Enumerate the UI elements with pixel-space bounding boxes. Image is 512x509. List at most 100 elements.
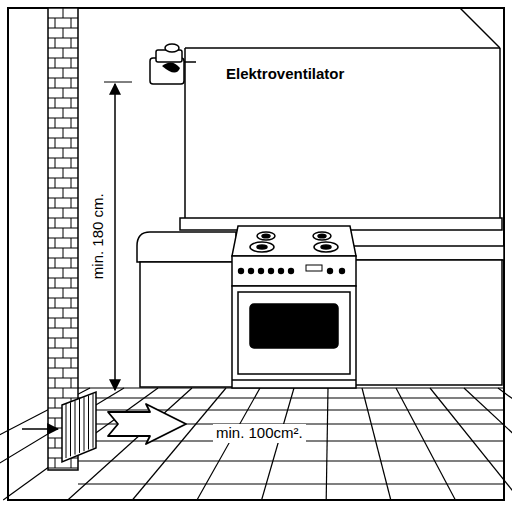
stroke <box>71 358 72 368</box>
stroke <box>55 378 56 388</box>
stroke <box>55 358 56 368</box>
stroke <box>71 298 72 308</box>
stroke <box>63 268 64 278</box>
stroke <box>71 378 72 388</box>
stroke <box>88 396 89 450</box>
stroke <box>55 418 56 428</box>
stroke <box>55 98 56 108</box>
stroke <box>63 328 64 338</box>
stroke <box>55 338 56 348</box>
part-label: Elektroventilator <box>226 66 344 83</box>
stroke <box>0 388 124 500</box>
control-knob <box>238 268 244 274</box>
stroke <box>78 409 504 410</box>
dimension-label: min. 100cm². <box>213 424 306 443</box>
stroke <box>55 198 56 208</box>
stroke <box>79 399 80 453</box>
stroke <box>93 394 94 448</box>
stroke <box>71 338 72 348</box>
stroke <box>84 397 85 451</box>
vent-grille <box>62 392 96 462</box>
stroke <box>55 438 56 448</box>
stroke <box>71 58 72 68</box>
stroke <box>63 88 64 98</box>
stroke <box>55 238 56 248</box>
stroke <box>71 318 72 328</box>
stroke <box>71 138 72 148</box>
stroke <box>326 388 328 500</box>
stroke <box>70 402 71 456</box>
frame <box>8 8 504 500</box>
stroke <box>63 68 64 78</box>
stroke <box>71 198 72 208</box>
stroke <box>55 298 56 308</box>
control-knob <box>278 268 284 274</box>
stroke <box>55 78 56 88</box>
stroke <box>63 148 64 158</box>
control-knob <box>248 268 254 274</box>
stroke <box>71 458 72 468</box>
stroke <box>63 28 64 38</box>
stroke <box>63 188 64 198</box>
stroke <box>464 388 512 500</box>
floor-tiles <box>0 388 512 500</box>
stroke <box>55 458 56 468</box>
stroke <box>55 178 56 188</box>
stroke <box>63 48 64 58</box>
stroke <box>55 118 56 128</box>
stroke <box>396 388 455 500</box>
stroke <box>71 18 72 28</box>
stroke <box>63 388 64 398</box>
stroke <box>71 118 72 128</box>
stroke <box>55 318 56 328</box>
stroke <box>262 388 294 500</box>
stroke <box>71 258 72 268</box>
stroke <box>63 228 64 238</box>
stroke <box>71 38 72 48</box>
stroke <box>55 258 56 268</box>
stroke <box>55 38 56 48</box>
stroke <box>71 278 72 288</box>
inlet-pointer <box>22 428 58 430</box>
kitchen-counters <box>137 218 504 387</box>
stroke <box>3 388 158 500</box>
stroke <box>71 78 72 88</box>
control-knob <box>327 268 333 274</box>
control-knob <box>258 268 264 274</box>
room-walls <box>185 8 500 220</box>
stroke <box>63 168 64 178</box>
stroke <box>71 158 72 168</box>
stroke <box>63 308 64 318</box>
stroke <box>71 98 72 108</box>
stroke <box>63 208 64 218</box>
dimension-tick <box>104 82 132 83</box>
stroke <box>71 238 72 248</box>
dimension-line <box>114 84 116 390</box>
stroke <box>63 248 64 258</box>
stroke <box>498 388 512 500</box>
stroke <box>48 468 78 469</box>
stroke <box>55 138 56 148</box>
stroke <box>430 388 512 500</box>
control-knob <box>268 268 274 274</box>
dimension-label: min. 180 cm. <box>90 190 107 282</box>
stroke <box>55 218 56 228</box>
stroke <box>63 8 64 18</box>
stroke <box>55 278 56 288</box>
stroke <box>63 348 64 358</box>
stroke <box>197 388 260 500</box>
stroke <box>63 368 64 378</box>
stroke <box>66 404 67 458</box>
stroke <box>75 401 76 455</box>
stroke <box>63 108 64 118</box>
stroke <box>78 460 504 461</box>
stroke <box>63 288 64 298</box>
stroke <box>71 218 72 228</box>
control-knob <box>339 268 345 274</box>
electric-fan <box>150 44 196 84</box>
control-knob <box>288 268 294 274</box>
stroke <box>55 398 56 408</box>
stroke <box>55 58 56 68</box>
stroke <box>63 128 64 138</box>
brick-joints <box>48 8 78 468</box>
